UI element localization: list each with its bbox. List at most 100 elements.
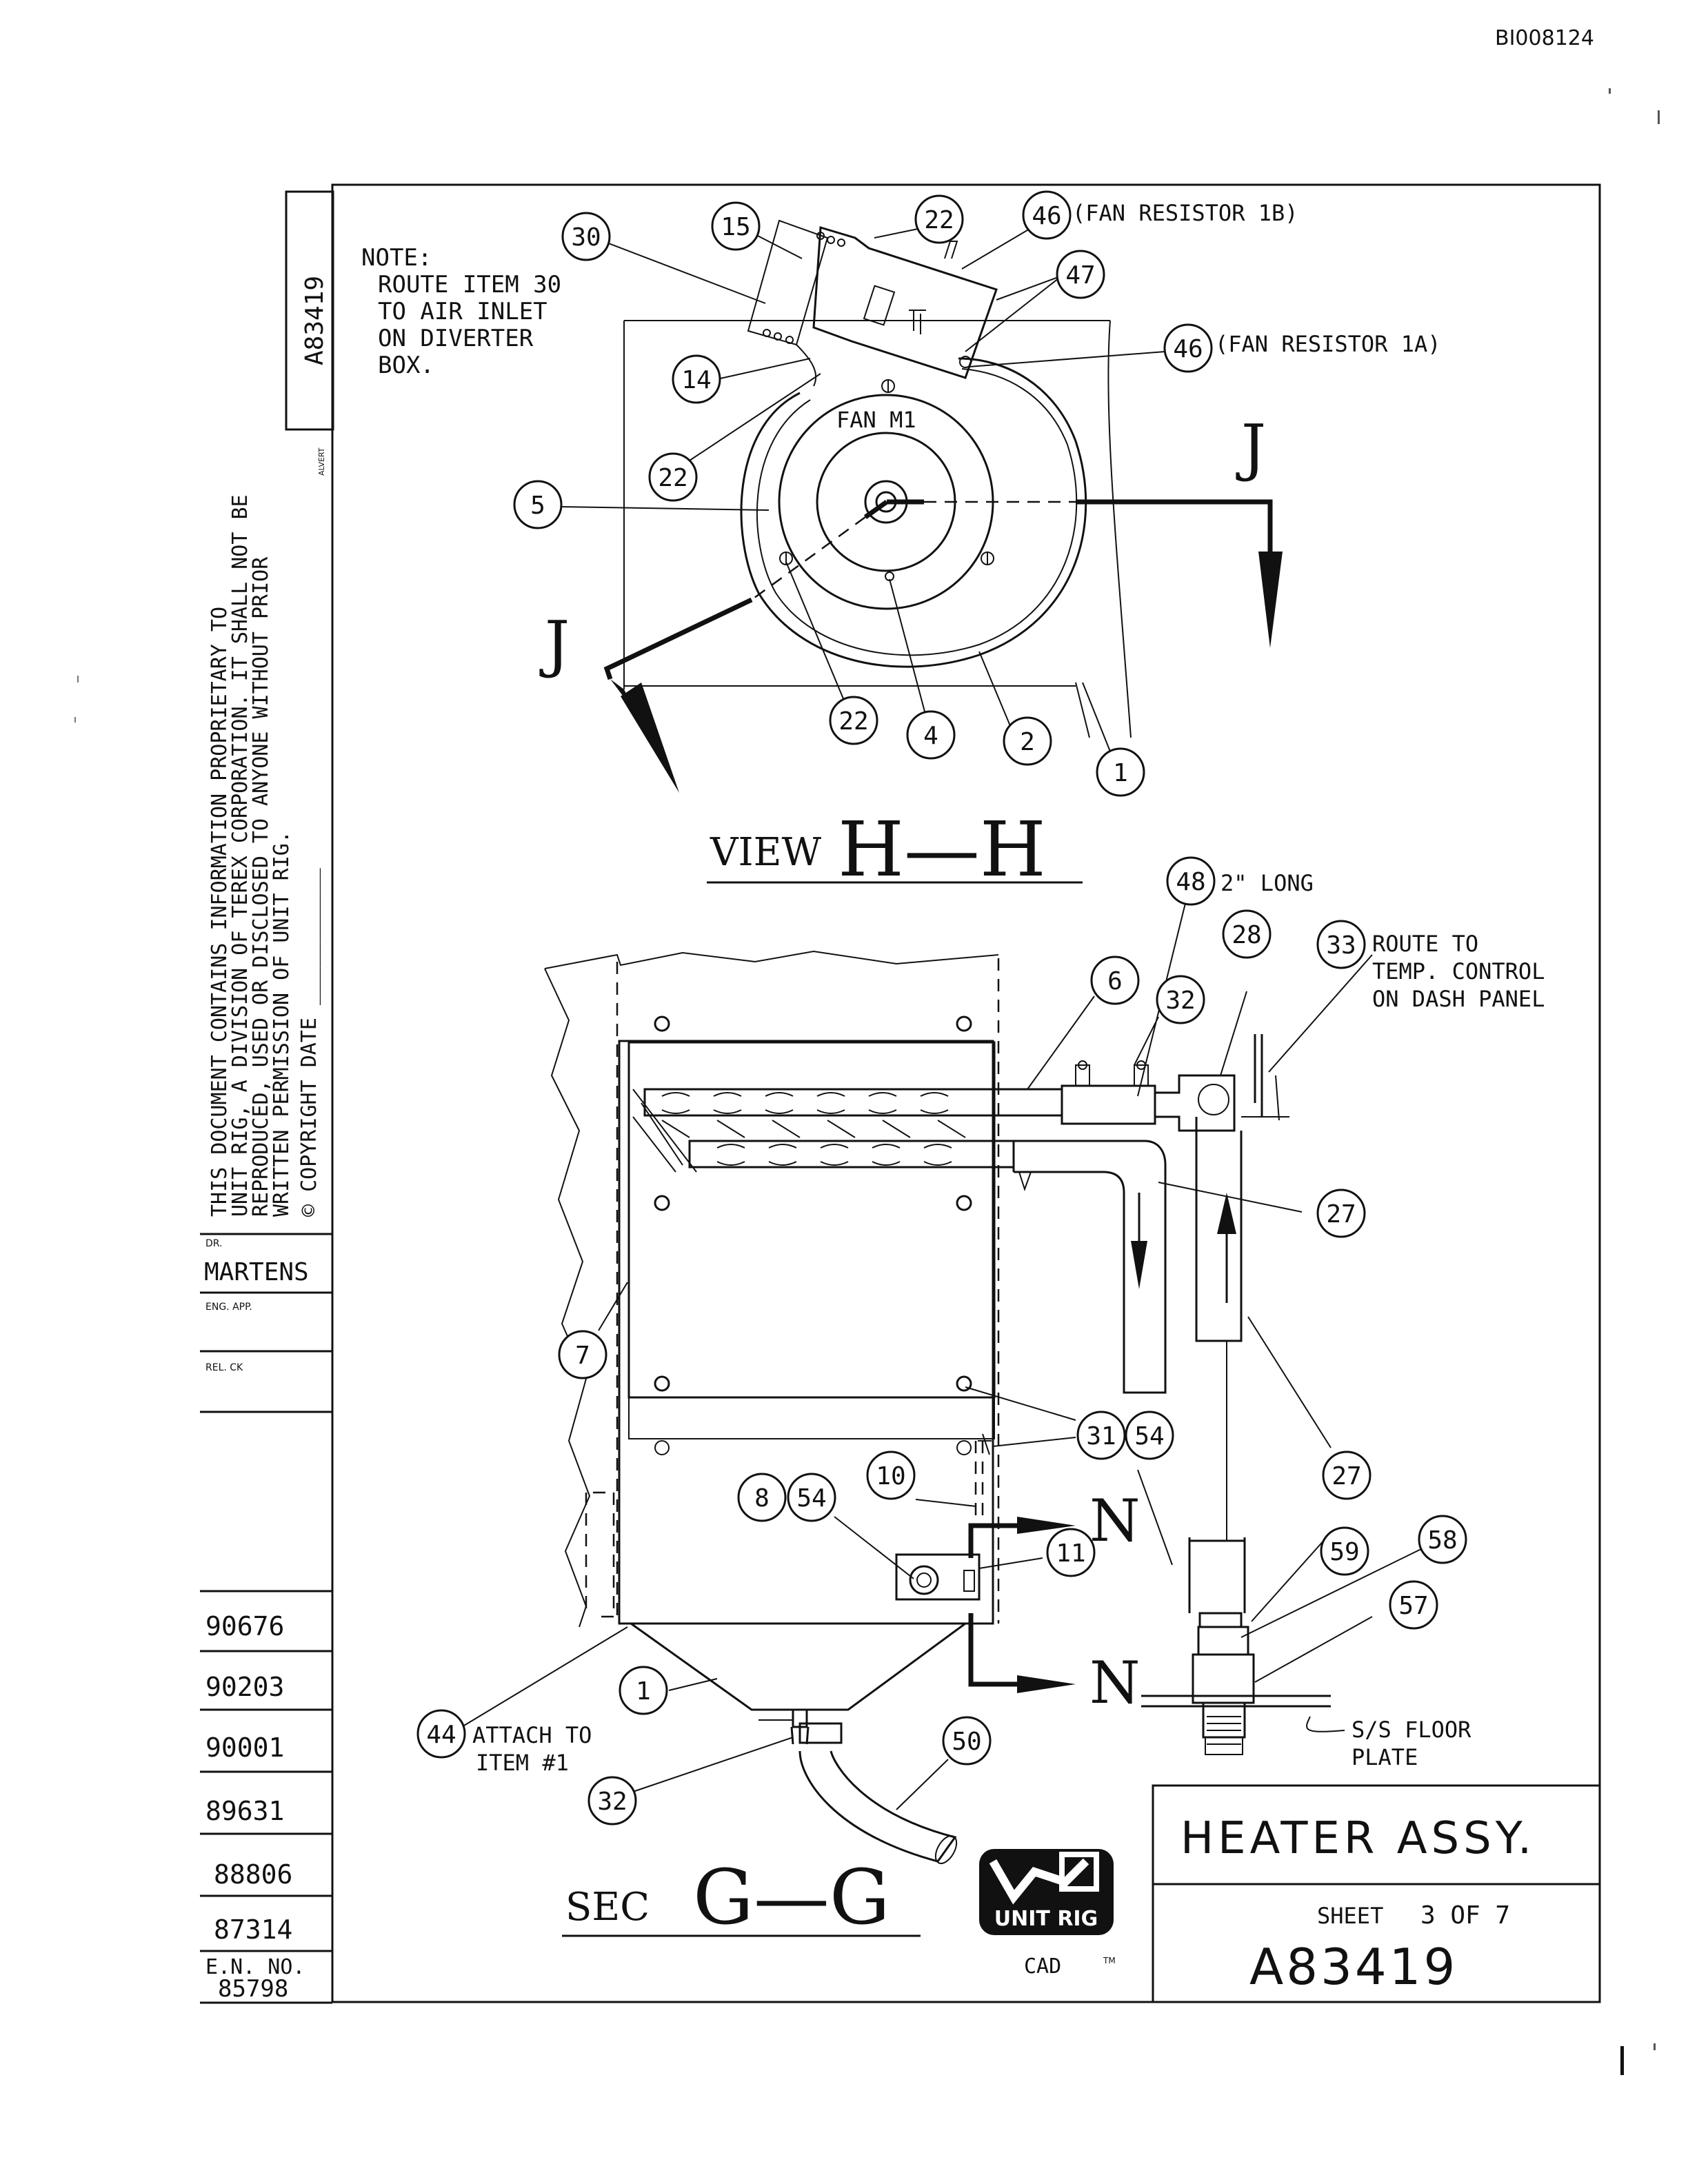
- scan-artifacts: [74, 88, 1660, 2075]
- sheet-value: 3 OF 7: [1420, 1901, 1510, 1930]
- svg-text:ROUTE ITEM 30: ROUTE ITEM 30: [378, 271, 561, 299]
- bubble-47: 47: [1065, 261, 1095, 290]
- fan-label: FAN M1: [836, 407, 916, 433]
- title-block: HEATER ASSY. SHEET 3 OF 7 A83419 UNIT RI…: [979, 1784, 1601, 2003]
- tm-mark: TM: [1103, 1956, 1116, 1965]
- document-id: BI008124: [1495, 26, 1594, 50]
- proprietary-notice: THIS DOCUMENT CONTAINS INFORMATION PROPR…: [208, 494, 321, 1217]
- control-valve: [1061, 1084, 1156, 1125]
- section-cut-line-n-bottom: [968, 1613, 1021, 1687]
- bubble-32-top: 32: [1165, 987, 1195, 1015]
- bubble-48: 48: [1176, 868, 1205, 896]
- view-hh-title-prefix: VIEW: [710, 830, 821, 875]
- route-note: NOTE: ROUTE ITEM 30 TO AIR INLET ON DIVE…: [361, 244, 561, 379]
- en-number-2: 90203: [205, 1672, 284, 1702]
- fan-housing: [740, 357, 1087, 668]
- drawing-number: A83419: [1249, 1938, 1458, 1996]
- bubble-6: 6: [1107, 967, 1123, 995]
- bubble-31: 31: [1086, 1422, 1116, 1450]
- fan-resistor-block: [812, 226, 998, 379]
- drawing-number-rotated: A83419: [301, 276, 329, 365]
- arrow-flow-down: [1131, 1241, 1147, 1289]
- bubble-4: 4: [923, 722, 938, 750]
- floor-plate-line-2: PLATE: [1352, 1744, 1418, 1770]
- bubble-57: 57: [1398, 1592, 1428, 1620]
- bubble-32-bottom: 32: [597, 1788, 627, 1816]
- heater-core: [627, 1041, 996, 1399]
- svg-text:© COPYRIGHT DATE ___________: © COPYRIGHT DATE ___________: [297, 867, 321, 1217]
- svg-text:REPRODUCED, USED OR DISCLOSED: REPRODUCED, USED OR DISCLOSED TO ANYONE …: [249, 556, 273, 1217]
- sec-gg-bubbles: [416, 856, 1467, 1826]
- bubble-2: 2: [1020, 728, 1035, 756]
- en-number-5: 88806: [214, 1859, 292, 1890]
- core-bolts: [654, 1015, 972, 1455]
- bubble-5: 5: [530, 492, 545, 520]
- callout-44-line-2: ITEM #1: [476, 1750, 569, 1776]
- bubble-22-mid: 22: [658, 464, 687, 492]
- bubble-33: 33: [1326, 931, 1356, 960]
- callout-33-line-3: ON DASH PANEL: [1372, 986, 1545, 1012]
- logo-text: UNIT RIG: [994, 1907, 1098, 1931]
- drain-hose: [798, 1750, 957, 1863]
- bubble-30: 30: [571, 223, 601, 252]
- bubble-54-right: 54: [1134, 1422, 1164, 1450]
- en-no-value: 85798: [218, 1975, 288, 2003]
- section-cut-line-j: [863, 500, 889, 519]
- en-number-3: 90001: [205, 1732, 284, 1763]
- fan-screws: [779, 356, 994, 581]
- revision-block: DR. MARTENS ENG. APP. REL. CK 90676 9020…: [200, 1233, 332, 2004]
- bubble-44: 44: [426, 1721, 456, 1749]
- floor-plate-line-1: S/S FLOOR: [1352, 1717, 1471, 1743]
- return-tube: [1014, 1140, 1167, 1394]
- section-letter-j-right: J: [1236, 412, 1266, 484]
- eng-app-label: ENG. APP.: [205, 1302, 252, 1313]
- rel-ck-label: REL. CK: [205, 1362, 243, 1373]
- bubble-8: 8: [754, 1484, 770, 1513]
- svg-text:UNIT RIG, A DIVISION OF TEREX: UNIT RIG, A DIVISION OF TEREX CORPORATIO…: [228, 494, 252, 1217]
- view-hh: J J FAN M1 30 1 5 22 46 47 46: [513, 190, 1441, 893]
- bubble-46-right: 46: [1173, 335, 1203, 363]
- unit-rig-logo: UNIT RIG: [979, 1849, 1114, 1935]
- view-hh-bubbles: [513, 190, 1213, 797]
- bubble-1-top: 1: [1113, 759, 1128, 787]
- bubble-14: 14: [681, 366, 711, 394]
- sec-gg-title-section: G—G: [693, 1853, 890, 1941]
- en-number-6: 87314: [214, 1914, 292, 1945]
- sec-gg: N N 48: [416, 856, 1545, 1941]
- view-hh-title-section: H—H: [838, 805, 1046, 893]
- arrow-flow-up: [1217, 1193, 1236, 1234]
- svg-text:ON DIVERTER: ON DIVERTER: [378, 325, 534, 352]
- section-letter-n-bottom: N: [1089, 1649, 1141, 1717]
- fan-resistor-1a-label: (FAN RESISTOR 1A): [1215, 331, 1441, 357]
- bubble-58: 58: [1427, 1526, 1457, 1555]
- bubble-1-bottom: 1: [636, 1677, 651, 1706]
- cad-label: CAD: [1024, 1954, 1061, 1979]
- callout-33-line-2: TEMP. CONTROL: [1372, 958, 1545, 984]
- svg-text:THIS DOCUMENT CONTAINS INFORMA: THIS DOCUMENT CONTAINS INFORMATION PROPR…: [208, 607, 232, 1217]
- sheet-label: SHEET: [1317, 1903, 1383, 1929]
- sec-gg-title-prefix: SEC: [565, 1885, 650, 1930]
- callout-44-line-1: ATTACH TO: [472, 1722, 592, 1748]
- callout-48-text: 2" LONG: [1220, 870, 1314, 896]
- dr-name: MARTENS: [204, 1258, 309, 1286]
- drain-funnel: [630, 1622, 966, 1711]
- bubble-27-bottom: 27: [1332, 1462, 1361, 1490]
- arrow-j-right: [1258, 552, 1283, 648]
- section-letter-n-top: N: [1089, 1487, 1141, 1555]
- bubble-28: 28: [1232, 921, 1261, 949]
- en-number-4: 89631: [205, 1796, 284, 1826]
- bubble-7: 7: [575, 1342, 590, 1370]
- bubble-11: 11: [1056, 1539, 1085, 1568]
- bubble-27-top: 27: [1326, 1200, 1356, 1228]
- svg-text:NOTE:: NOTE:: [361, 244, 432, 272]
- section-letter-j-left: J: [539, 608, 570, 680]
- svg-text:WRITTEN PERMISSION OF UNIT RIG: WRITTEN PERMISSION OF UNIT RIG.: [270, 831, 294, 1217]
- en-no-label: E.N. NO.: [205, 1955, 305, 1979]
- alvert-stamp: ALVERT: [317, 447, 326, 476]
- drawing-title: HEATER ASSY.: [1180, 1813, 1536, 1864]
- en-number-1: 90676: [205, 1611, 284, 1641]
- svg-text:BOX.: BOX.: [378, 352, 434, 379]
- bubble-46-top: 46: [1032, 202, 1061, 230]
- floor-fitting: [1192, 1626, 1255, 1739]
